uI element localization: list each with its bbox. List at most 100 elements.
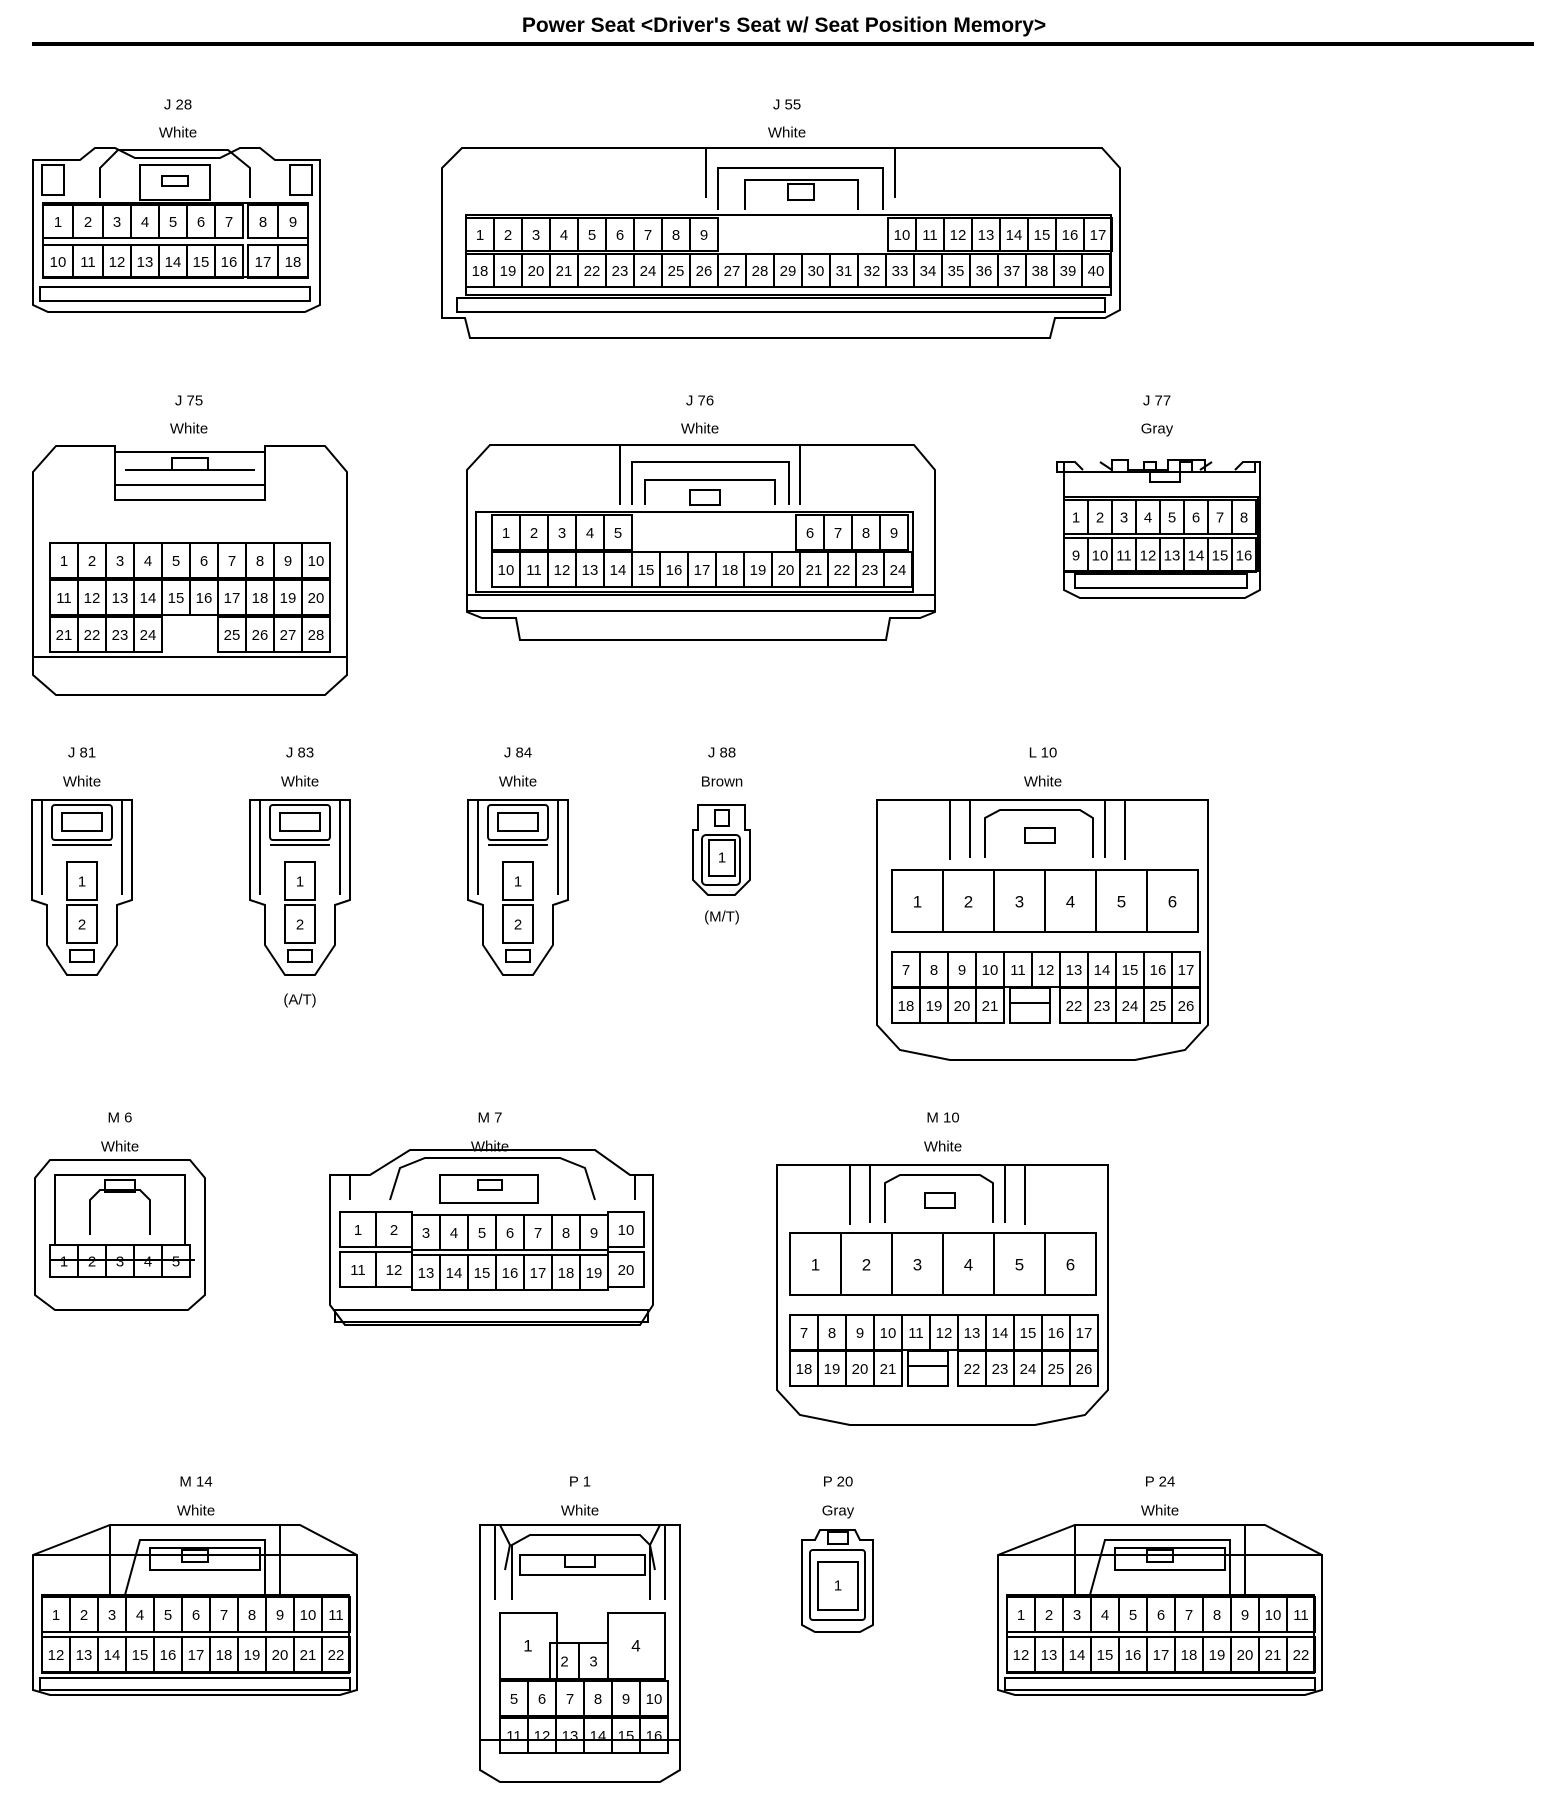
pin-number: 19 [824,1361,841,1378]
pin-number: 3 [1120,510,1128,527]
pin-number: 5 [510,1691,518,1708]
pin-number: 3 [1015,893,1024,912]
housing-outline [827,1531,849,1545]
pin-number: 32 [864,263,881,280]
pin-number: 15 [1034,227,1051,244]
pin-number: 3 [116,553,124,570]
pin-cell [975,987,1005,1024]
housing-outline [54,1174,186,1245]
housing-outline [1074,573,1248,589]
housing-outline [480,1525,680,1741]
housing-outline [817,1561,859,1611]
pin-number: 9 [284,553,292,570]
pin-number: 3 [116,1254,124,1271]
pin-number: 13 [964,1325,981,1342]
pin-number: 12 [950,227,967,244]
pin-number: 12 [48,1647,65,1664]
pin-number: 16 [502,1265,519,1282]
pin-number: 18 [216,1647,233,1664]
pin-number: 8 [594,1691,602,1708]
housing-outline [32,147,321,313]
pin-cell [502,904,534,944]
pin-cell [1083,217,1113,252]
pin-number: 16 [1048,1325,1065,1342]
pin-number: 7 [800,1325,808,1342]
pin-number: 22 [584,263,601,280]
pin-number: 1 [523,1637,532,1656]
connector-note: (A/T) [283,992,316,1009]
pin-number: 2 [80,1607,88,1624]
housing-outline [1057,461,1255,471]
pin-cell [499,1612,558,1680]
pin-number: 21 [806,562,823,579]
pin-number: 10 [618,1222,635,1239]
pin-cell [1146,869,1199,933]
pin-number: 15 [1122,962,1139,979]
housing-outline [33,1525,357,1595]
pin-number: 18 [472,263,489,280]
housing-outline [708,839,736,877]
housing-outline [279,812,321,832]
pin-number: 21 [56,627,73,644]
pin-number: 4 [1144,510,1152,527]
pin-number: 10 [1265,1607,1282,1624]
pin-number: 28 [308,627,325,644]
pin-number: 9 [856,1325,864,1342]
pin-number: 12 [534,1728,551,1745]
pin-number: 20 [852,1361,869,1378]
pin-number: 20 [618,1262,635,1279]
pin-number: 15 [1097,1647,1114,1664]
pin-number: 14 [140,590,157,607]
pin-cell [1044,1232,1097,1296]
pin-number: 4 [964,1256,973,1275]
pin-number: 23 [112,627,129,644]
pin-number: 4 [144,553,152,570]
connector-id: P 1 [569,1474,591,1491]
pin-cell [321,1596,351,1633]
pin-number: 4 [450,1225,458,1242]
pin-number: 10 [894,227,911,244]
pin-number: 25 [224,627,241,644]
housing-outline [389,1157,596,1201]
pin-number: 7 [1185,1607,1193,1624]
pin-number: 19 [750,562,767,579]
housing-outline [511,1534,651,1600]
pin-number: 19 [244,1647,261,1664]
pin-cell [879,514,909,551]
pin-number: 14 [104,1647,121,1664]
pin-number: 8 [828,1325,836,1342]
pin-number: 6 [506,1225,514,1242]
housing-outline [441,147,1121,339]
pin-number: 5 [614,525,622,542]
pin-number: 11 [1116,548,1132,565]
pin-cell [689,217,719,252]
housing-outline [269,804,331,841]
pin-number: 2 [560,1654,568,1671]
pin-number: 27 [280,627,297,644]
pin-number: 3 [422,1225,430,1242]
pin-number: 15 [132,1647,149,1664]
pin-number: 21 [982,998,999,1015]
pin-cell [1286,1636,1316,1673]
pin-number: 2 [1096,510,1104,527]
pin-number: 17 [694,562,711,579]
pin-number: 34 [920,263,937,280]
pin-cell [1286,1596,1316,1633]
pin-number: 22 [834,562,851,579]
pin-number: 4 [586,525,594,542]
pin-number: 3 [1073,1607,1081,1624]
pin-number: 20 [954,998,971,1015]
pin-number: 15 [1020,1325,1037,1342]
housing-outline [289,164,313,196]
pin-number: 8 [256,553,264,570]
pin-cell [66,861,98,901]
pin-number: 4 [136,1607,144,1624]
housing-outline [744,179,859,210]
housing-outline [701,834,741,886]
connector-color: White [159,125,197,142]
